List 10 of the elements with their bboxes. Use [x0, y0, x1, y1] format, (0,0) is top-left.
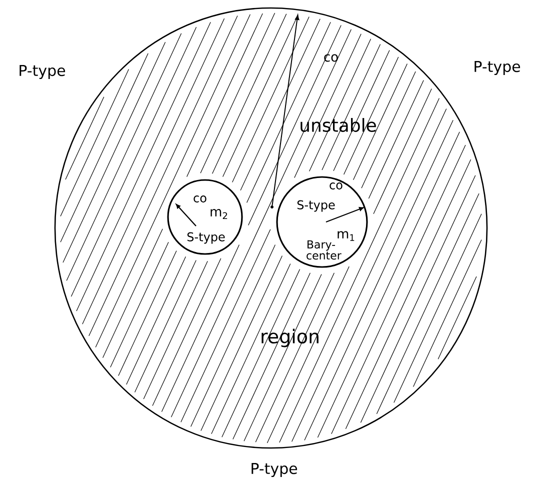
circle-label: S-type [187, 232, 225, 244]
circle-label: m$_{2}$ [210, 209, 228, 219]
circle-label: m$_{1}$ [338, 231, 354, 241]
orbit-type-label: P-type [474, 60, 520, 76]
circle-label: Bary- center [306, 240, 342, 260]
radius-label: co [330, 182, 342, 190]
orbit-type-label: P-type [252, 462, 298, 478]
radius-label: co [194, 196, 206, 202]
orbit-type-label: P-type [20, 64, 66, 80]
circle-label: S-type [297, 200, 335, 212]
